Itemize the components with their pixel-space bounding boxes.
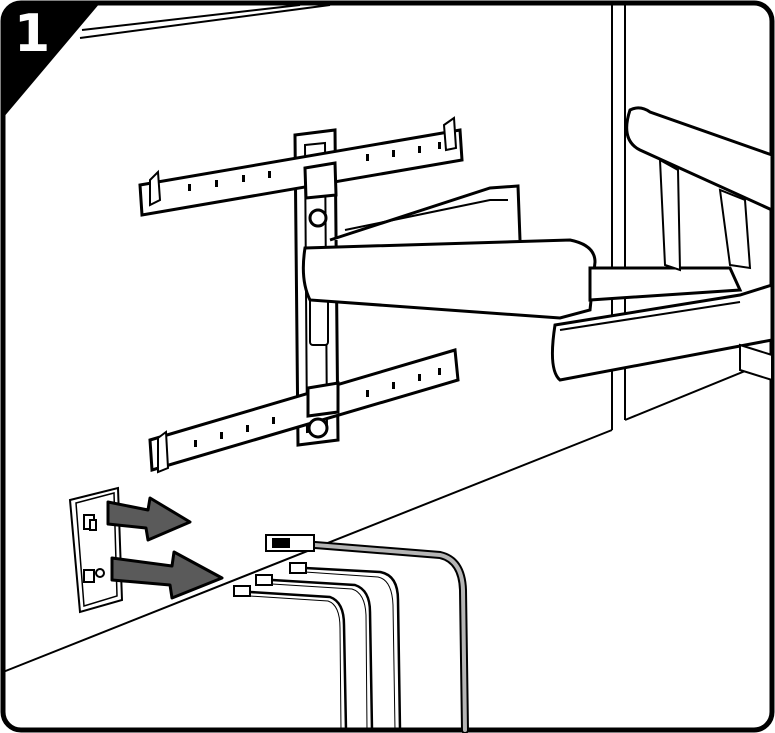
top-rail [138, 128, 464, 217]
rca-plug-2 [255, 574, 273, 586]
bottom-rail [148, 348, 460, 472]
arrow-bottom [110, 550, 224, 600]
outlet-port-2 [83, 569, 95, 583]
step-number: 1 [14, 4, 51, 64]
lock-knob [307, 417, 329, 439]
tv-bracket-top [625, 106, 774, 213]
bottom-clamp [306, 381, 340, 418]
arrow-top [106, 496, 192, 542]
arm-link [588, 266, 743, 302]
av-cable-icon [233, 534, 469, 733]
rca-plug-3 [233, 585, 251, 597]
ceiling-line [79, 4, 331, 39]
top-clamp [303, 161, 338, 200]
wall-mount-bracket-icon [138, 106, 774, 474]
tv-bracket-side [718, 188, 752, 270]
step-badge [3, 3, 100, 118]
rca-plug-1 [289, 562, 307, 574]
main-arm [301, 238, 597, 320]
front-arm [550, 282, 774, 382]
insert-arrow-icon [106, 496, 224, 600]
ceiling-line-2 [81, 4, 301, 31]
